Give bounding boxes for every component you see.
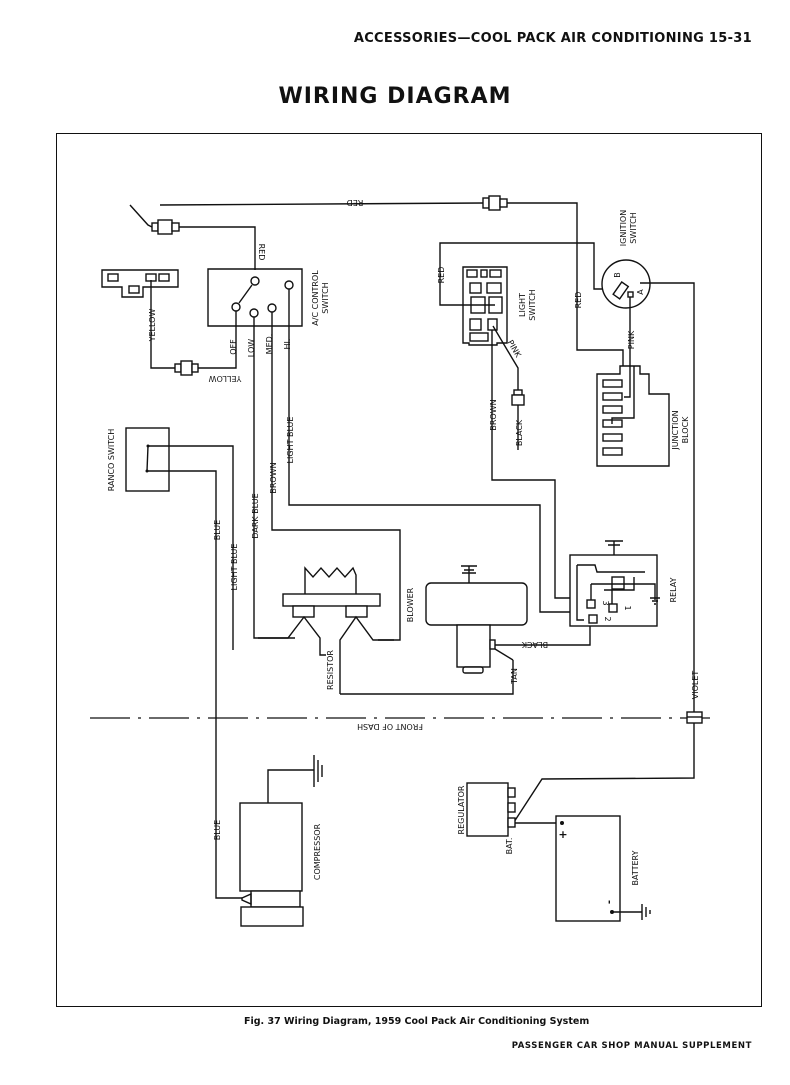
label-ranco-switch: RANCO SWITCH — [107, 429, 116, 491]
resistor: RESISTOR — [258, 566, 394, 694]
label-ac-control-2: SWITCH — [321, 282, 330, 313]
connector-yellow — [174, 360, 199, 376]
label-red-light: RED — [437, 267, 446, 284]
wire-light-blue-ac — [288, 289, 583, 613]
wire-tan — [340, 660, 514, 695]
page-title: WIRING DIAGRAM — [278, 84, 512, 109]
label-light-blue-ranco: LIGHT BLUE — [230, 544, 239, 591]
label-light-switch-2: SWITCH — [528, 289, 537, 320]
label-violet: VIOLET — [691, 671, 700, 700]
label-bat-terminal: BAT. — [505, 838, 514, 855]
connector-top-left — [151, 219, 180, 235]
label-red-top: RED — [347, 198, 364, 207]
label-junction-2: BLOCK — [681, 416, 690, 444]
label-light-blue-ac: LIGHT BLUE — [286, 417, 295, 464]
label-light-switch-1: LIGHT — [518, 293, 527, 317]
connector-top-right — [482, 195, 508, 211]
wire-brown-ac — [271, 312, 401, 641]
yellow-plug-block — [101, 269, 179, 298]
ignition-switch: B A IGNITION SWITCH — [601, 210, 651, 309]
label-relay: RELAY — [669, 577, 678, 602]
label-compressor: COMPRESSOR — [313, 823, 322, 880]
label-blower: BLOWER — [406, 587, 415, 622]
label-switch-low: LOW — [247, 339, 256, 357]
blower: BLOWER BLACK — [406, 565, 591, 674]
wire-violet-lower — [513, 723, 695, 823]
label-red-ign: RED — [574, 292, 583, 309]
label-switch-hi: HI. — [283, 339, 292, 350]
ranco-switch: RANCO SWITCH — [107, 427, 170, 492]
label-switch-off: OFF — [229, 339, 238, 355]
label-ign-a: A — [636, 289, 645, 295]
label-black-light: BLACK — [515, 419, 524, 446]
wire-yellow-off — [198, 311, 237, 369]
battery-negative-sign: - — [604, 900, 615, 904]
wire-violet — [640, 282, 695, 712]
wire-red-switch — [179, 226, 256, 270]
diagram-frame — [56, 133, 762, 1007]
wire-brown-light — [491, 330, 585, 599]
wire-yellow — [150, 280, 175, 369]
label-resistor: RESISTOR — [326, 650, 335, 690]
page-header: ACCESSORIES—COOL PACK AIR CONDITIONING 1… — [353, 31, 752, 46]
label-blue-ranco: BLUE — [213, 520, 222, 540]
regulator: REGULATOR BAT. — [457, 782, 516, 855]
label-yellow-vertical: YELLOW — [148, 309, 157, 343]
connector-black — [511, 389, 525, 406]
label-ac-control-1: A/C CONTROL — [311, 270, 320, 326]
label-relay-2: 2 — [603, 616, 612, 621]
label-brown-ac: BROWN — [269, 462, 278, 493]
compressor: COMPRESSOR — [239, 755, 323, 927]
label-junction-1: JUNCTION — [671, 410, 680, 450]
wire-light-blue-ranco — [148, 445, 234, 650]
label-relay-1: 1 — [623, 605, 632, 610]
label-blue-compressor: BLUE — [213, 820, 222, 840]
label-relay-3: 3 — [601, 600, 610, 605]
wire-red-top: RED — [129, 198, 624, 366]
wire-pink-light — [492, 325, 519, 390]
label-tan: TAN — [510, 668, 519, 685]
label-red-switch: RED — [257, 244, 266, 261]
label-front-of-dash: FRONT OF DASH — [357, 722, 423, 731]
wire-red-light — [439, 242, 602, 306]
front-of-dash-line: FRONT OF DASH — [90, 711, 710, 731]
label-battery: BATTERY — [631, 850, 640, 885]
junction-block: JUNCTION BLOCK — [596, 365, 690, 467]
label-ignition-switch-2: SWITCH — [629, 212, 638, 243]
battery: + - BATTERY — [555, 815, 651, 922]
relay: 3 1 2 RELAY — [569, 540, 678, 627]
wire-blue — [147, 470, 242, 899]
battery-positive-sign: + — [558, 828, 567, 841]
page-footer: PASSENGER CAR SHOP MANUAL SUPPLEMENT — [511, 1041, 752, 1051]
label-regulator: REGULATOR — [457, 785, 466, 834]
light-switch: LIGHT SWITCH — [462, 266, 537, 346]
label-pink-light: PINK — [506, 339, 523, 360]
label-switch-med: MED. — [265, 334, 274, 355]
label-pink-ign: PINK — [627, 330, 636, 349]
label-dark-blue: DARK BLUE — [251, 493, 260, 538]
label-ign-b: B — [613, 272, 622, 278]
label-ignition-switch-1: IGNITION — [619, 210, 628, 246]
ac-control-switch: A/C CONTROL SWITCH OFF LOW MED. HI. — [207, 268, 330, 357]
label-brown-light: BROWN — [489, 399, 498, 430]
label-yellow-bottom: YELLOW — [209, 374, 243, 383]
label-black-relay: BLACK — [521, 640, 548, 649]
figure-caption: Fig. 37 Wiring Diagram, 1959 Cool Pack A… — [244, 1016, 590, 1027]
